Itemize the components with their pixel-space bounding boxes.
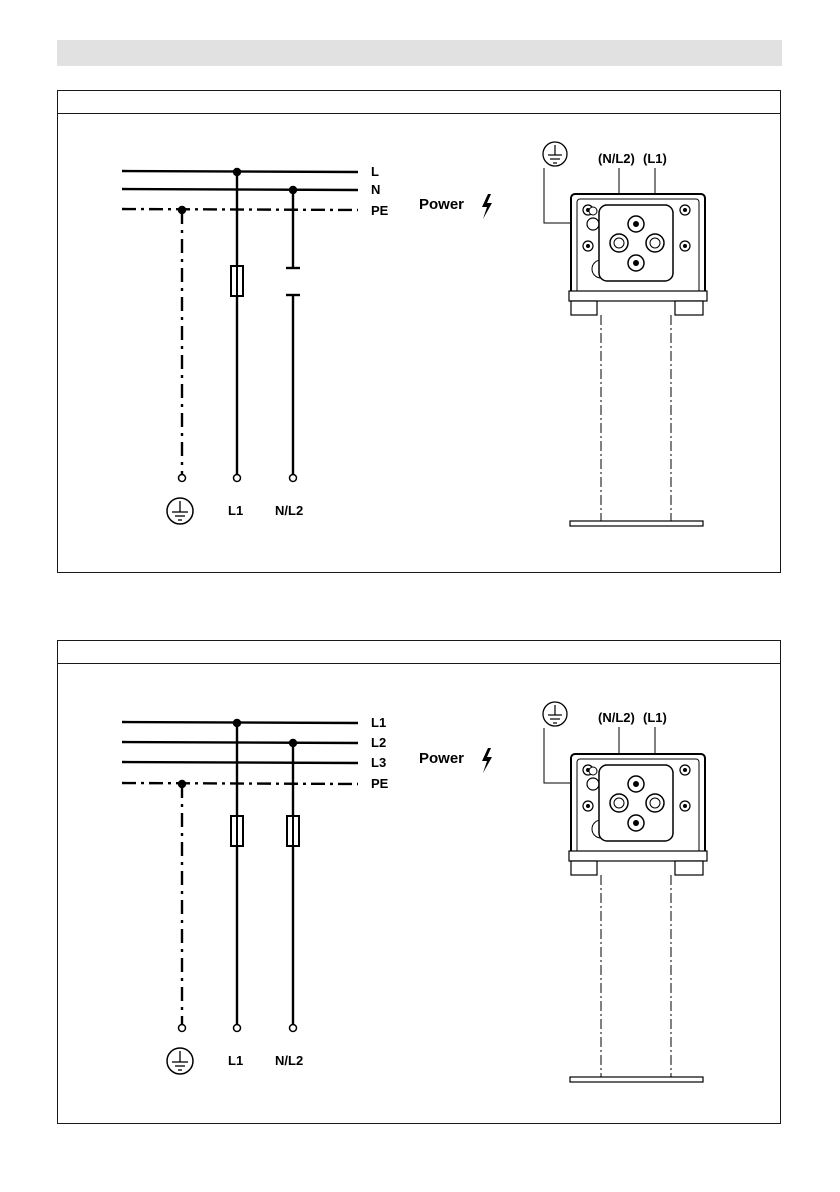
bus-label: L <box>371 164 379 179</box>
bus-line-l2 <box>122 742 358 743</box>
socket-label: (N/L2) <box>598 151 635 166</box>
socket-drawing: (N/L2) (L1) <box>543 702 707 1082</box>
bus-line-n <box>122 189 358 190</box>
terminal <box>234 1025 241 1032</box>
wiring-diagram: L1 L2 L3 PE L1 N/L2 Powe <box>58 641 782 1125</box>
header-bar <box>57 40 782 66</box>
lightning-icon <box>482 194 492 219</box>
terminal-label: L1 <box>228 1053 243 1068</box>
socket-label: (L1) <box>643 151 667 166</box>
power-label: Power <box>419 750 464 767</box>
wiring-diagram: L N PE L1 N/L2 Power <box>58 91 782 574</box>
ground-icon <box>167 498 193 524</box>
socket-drawing: (N/L2) (L1) <box>543 142 707 526</box>
terminal <box>179 1025 186 1032</box>
terminal <box>179 475 186 482</box>
terminal <box>290 475 297 482</box>
power-label: Power <box>419 196 464 213</box>
bus-label: L1 <box>371 715 386 730</box>
bus-label: PE <box>371 776 389 791</box>
bus-label: N <box>371 182 380 197</box>
terminal-label: N/L2 <box>275 1053 303 1068</box>
wiring-panel-single-phase: L N PE L1 N/L2 Power <box>57 90 781 573</box>
lightning-icon <box>482 748 492 773</box>
bus-label: L2 <box>371 735 386 750</box>
terminal-label: N/L2 <box>275 503 303 518</box>
bus-line-pe <box>122 209 358 210</box>
terminal-label: L1 <box>228 503 243 518</box>
bus-label: PE <box>371 203 389 218</box>
bus-line-pe <box>122 783 358 784</box>
earth-icon <box>543 702 567 726</box>
earth-icon <box>543 142 567 166</box>
wiring-panel-three-phase: L1 L2 L3 PE L1 N/L2 Powe <box>57 640 781 1124</box>
bus-line-l3 <box>122 762 358 763</box>
bus-label: L3 <box>371 755 386 770</box>
terminal <box>290 1025 297 1032</box>
socket-label: (N/L2) <box>598 710 635 725</box>
socket-label: (L1) <box>643 710 667 725</box>
ground-icon <box>167 1048 193 1074</box>
terminal <box>234 475 241 482</box>
